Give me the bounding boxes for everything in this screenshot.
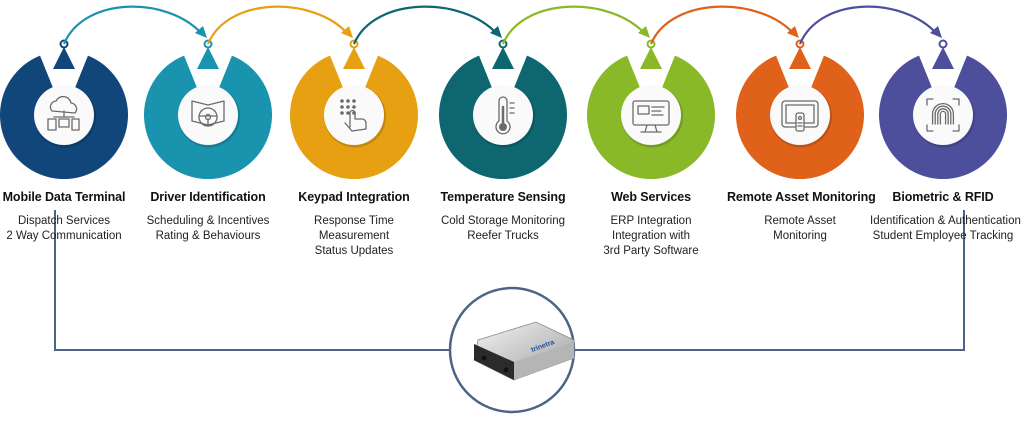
connector-left bbox=[54, 210, 452, 351]
flow-arrowhead bbox=[930, 26, 942, 38]
feature-description-line: Integration with bbox=[612, 230, 690, 242]
fingerprint-icon bbox=[926, 98, 960, 132]
feature-node-3 bbox=[290, 5, 502, 180]
flow-arc bbox=[798, 5, 938, 45]
link-dot bbox=[938, 39, 948, 49]
feature-title: Web Services bbox=[611, 190, 691, 204]
pointer-triangle bbox=[932, 47, 954, 69]
flow-arrowhead bbox=[195, 26, 207, 38]
feature-node-1 bbox=[0, 5, 207, 179]
icon-disc bbox=[621, 85, 681, 145]
feature-description-line: Status Updates bbox=[314, 245, 394, 257]
feature-description-line: Monitoring bbox=[773, 230, 827, 242]
feature-title: Remote Asset Monitoring bbox=[727, 190, 876, 204]
tracking-device-icon: trinetra bbox=[473, 321, 575, 381]
feature-description-line: 2 Way Communication bbox=[6, 230, 122, 242]
connector-right bbox=[572, 210, 965, 351]
pointer-triangle bbox=[343, 47, 365, 69]
feature-description-line: Dispatch Services bbox=[17, 215, 111, 227]
flow-arrowhead bbox=[638, 26, 650, 38]
flow-arc bbox=[649, 5, 795, 45]
feature-title: Mobile Data Terminal bbox=[2, 190, 126, 204]
flow-arc bbox=[206, 5, 349, 45]
steering-wheel-icon bbox=[191, 100, 225, 127]
icon-disc bbox=[324, 85, 384, 145]
feature-node-7 bbox=[878, 39, 1007, 180]
pointer-triangle bbox=[197, 47, 219, 69]
feature-7: Biometric & RFID Identification & Authent… bbox=[870, 190, 1021, 244]
feature-description-line: Reefer Trucks bbox=[467, 230, 539, 242]
feature-description-line: Scheduling & Incentives bbox=[146, 215, 270, 227]
feature-node-2 bbox=[144, 5, 353, 180]
feature-description: Dispatch Services 2 Way Communication bbox=[0, 214, 137, 244]
feature-description-line: Response Time bbox=[314, 215, 394, 227]
feature-title: Temperature Sensing bbox=[440, 190, 566, 204]
feature-title: Driver Identification bbox=[150, 190, 266, 204]
monitor-icon bbox=[632, 100, 670, 133]
flow-arrowhead bbox=[490, 26, 502, 38]
pointer-triangle bbox=[53, 47, 75, 69]
feature-title: Biometric & RFID bbox=[892, 190, 994, 204]
feature-description-line: Rating & Behaviours bbox=[155, 230, 261, 242]
pointer-triangle bbox=[640, 47, 662, 69]
flow-arc bbox=[501, 5, 646, 45]
feature-description-line: Remote Asset bbox=[764, 215, 836, 227]
cloud-devices-icon bbox=[47, 95, 80, 131]
feature-description-line: Identification & Authentication bbox=[870, 215, 1021, 227]
remote-tablet-icon bbox=[781, 100, 819, 132]
feature-title: Keypad Integration bbox=[298, 190, 410, 204]
keypad-hand-icon bbox=[340, 99, 367, 132]
flow-arrowhead bbox=[341, 26, 353, 38]
pointer-triangle bbox=[492, 47, 514, 69]
feature-description-line: Measurement bbox=[318, 230, 390, 242]
feature-node-5 bbox=[586, 5, 799, 180]
feature-description-line: ERP Integration bbox=[610, 215, 692, 227]
flow-arrowhead bbox=[787, 26, 799, 38]
feature-node-6 bbox=[735, 5, 942, 180]
feature-node-4 bbox=[439, 5, 650, 179]
feature-description-line: Student Employee Tracking bbox=[872, 230, 1014, 242]
thermometer-icon bbox=[495, 96, 515, 135]
flow-arc bbox=[352, 5, 498, 45]
feature-description-line: Cold Storage Monitoring bbox=[440, 215, 565, 227]
icon-disc bbox=[913, 85, 973, 145]
feature-description-line: 3rd Party Software bbox=[603, 245, 699, 257]
pointer-triangle bbox=[789, 47, 811, 69]
flow-arc bbox=[62, 5, 203, 45]
